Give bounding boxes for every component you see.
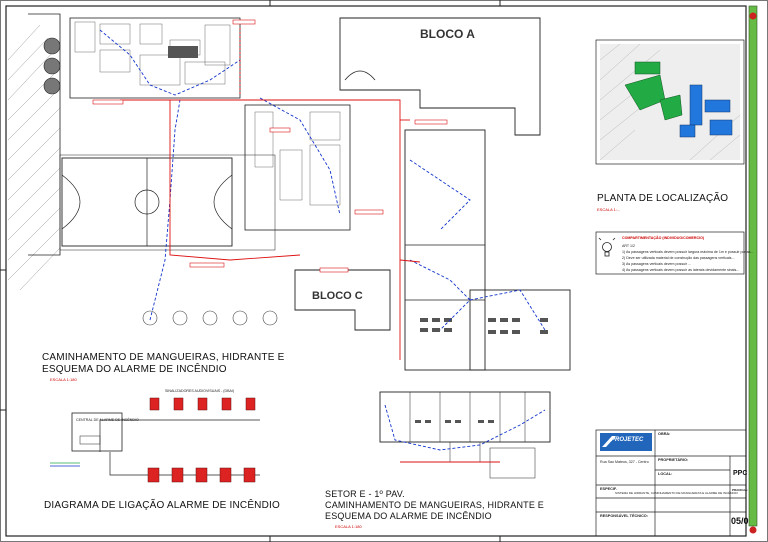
especif-value: SISTEMA DE HIDRANTE, CAMINHAMENTO DE MAN…: [615, 491, 738, 495]
red-tags: [92, 19, 448, 273]
bloco-a-outline: [339, 17, 541, 136]
alarm-devices-top: [149, 397, 256, 411]
obra-label: OBRA:: [658, 432, 671, 436]
sector-e-scale: ESCALA 1:180: [335, 524, 362, 529]
court-outer: [59, 154, 276, 251]
wiring-lines: [50, 419, 260, 476]
location-hatch: [599, 43, 741, 161]
blue-blocks: [679, 84, 733, 138]
notes-line-2: 2) Deve ser utilizada material de constr…: [622, 256, 735, 260]
alarm-panel: [71, 412, 123, 452]
sector-e-title-2: CAMINHAMENTO DE MANGUEIRAS, HIDRANTE E: [325, 500, 544, 510]
green-blocks: [624, 61, 683, 121]
notes-item: ART 1/2: [622, 244, 636, 248]
notes-box: [595, 231, 745, 275]
location-scale: ESCALA 1:...: [597, 207, 621, 212]
bloco-c-label: BLOCO C: [312, 290, 363, 302]
boundary-line: [28, 13, 61, 256]
notes-line-3: 3) As passagens verticais devem possuir …: [622, 262, 692, 266]
notes-heading: COMPARTIMENTAÇÃO (INDIVIDUO/COMERCIO): [622, 236, 705, 240]
trees: [142, 310, 278, 326]
wiring-title: DIAGRAMA DE LIGAÇÃO ALARME DE INCÊNDIO: [44, 500, 280, 511]
bloco-a-label: BLOCO A: [420, 27, 475, 41]
company-name: PROJETEC: [611, 437, 644, 443]
routing-scale: ESCALA 1:180: [50, 377, 77, 382]
notes-line-4: 4) As passagens verticais devem possuir …: [622, 268, 740, 272]
logo-stripes: [602, 436, 616, 447]
company-address: Rua Sao Mateus, 327 - Centro: [600, 460, 649, 464]
building-central: [244, 104, 351, 231]
proprietario-label: PROPRIETÁRIO:: [658, 458, 689, 462]
routing-title: CAMINHAMENTO DE MANGUEIRAS, HIDRANTE E: [42, 352, 285, 363]
lightbulb-icon: [598, 237, 616, 257]
sector-e-title-3: ESQUEMA DO ALARME DE INCÊNDIO: [325, 511, 492, 521]
notes-line-1: 1) As passagens verticais devem possuir …: [622, 250, 754, 254]
local-label: LOCAL:: [658, 472, 673, 476]
sector-e-title: SETOR E - 1º PAV.: [325, 489, 405, 499]
water-tanks: [43, 37, 61, 95]
sector-e-desks: [415, 420, 494, 423]
title-block: [595, 429, 747, 537]
classroom-desks: [420, 318, 548, 334]
drawing-frame: [5, 5, 747, 537]
wing-east: [404, 129, 486, 371]
sheet-number: 05/0: [731, 516, 749, 526]
panel-label: CENTRAL DE ALARME DE INCÊNDIO: [76, 418, 139, 422]
court-arc-left: [61, 174, 81, 230]
alarm-devices-bottom: [147, 467, 256, 483]
sector-e-hose: [384, 404, 546, 451]
revision-strip: [748, 5, 758, 527]
dark-roof: [168, 46, 198, 58]
slope-hatch: [7, 24, 61, 291]
arched-entrance: [344, 70, 376, 81]
especif-label: ESPECIF.: [600, 487, 617, 491]
zone-ticks: [0, 0, 501, 542]
routing-title-2: ESQUEMA DO ALARME DE INCÊNDIO: [42, 364, 227, 375]
alarm-routes: [120, 28, 421, 360]
sector-e-rooms: [409, 392, 536, 479]
bloco-c-outline: [294, 269, 391, 331]
rev-code: PPC: [733, 470, 748, 477]
strip-marker-top: [749, 12, 757, 20]
location-frame: [595, 39, 745, 165]
strip-marker-bottom: [749, 526, 757, 534]
resp-label: RESPONSÁVEL TÉCNICO:: [600, 514, 649, 518]
detectors-label: SINALIZADORES AUDIOVISUAIS - (DBAI): [165, 389, 235, 393]
court-center: [134, 189, 160, 215]
central-rooms: [254, 111, 341, 206]
sheet-label: PRANCHA:: [732, 488, 748, 492]
court-arc-right: [213, 174, 233, 230]
location-title: PLANTA DE LOCALIZAÇÃO: [597, 193, 729, 204]
